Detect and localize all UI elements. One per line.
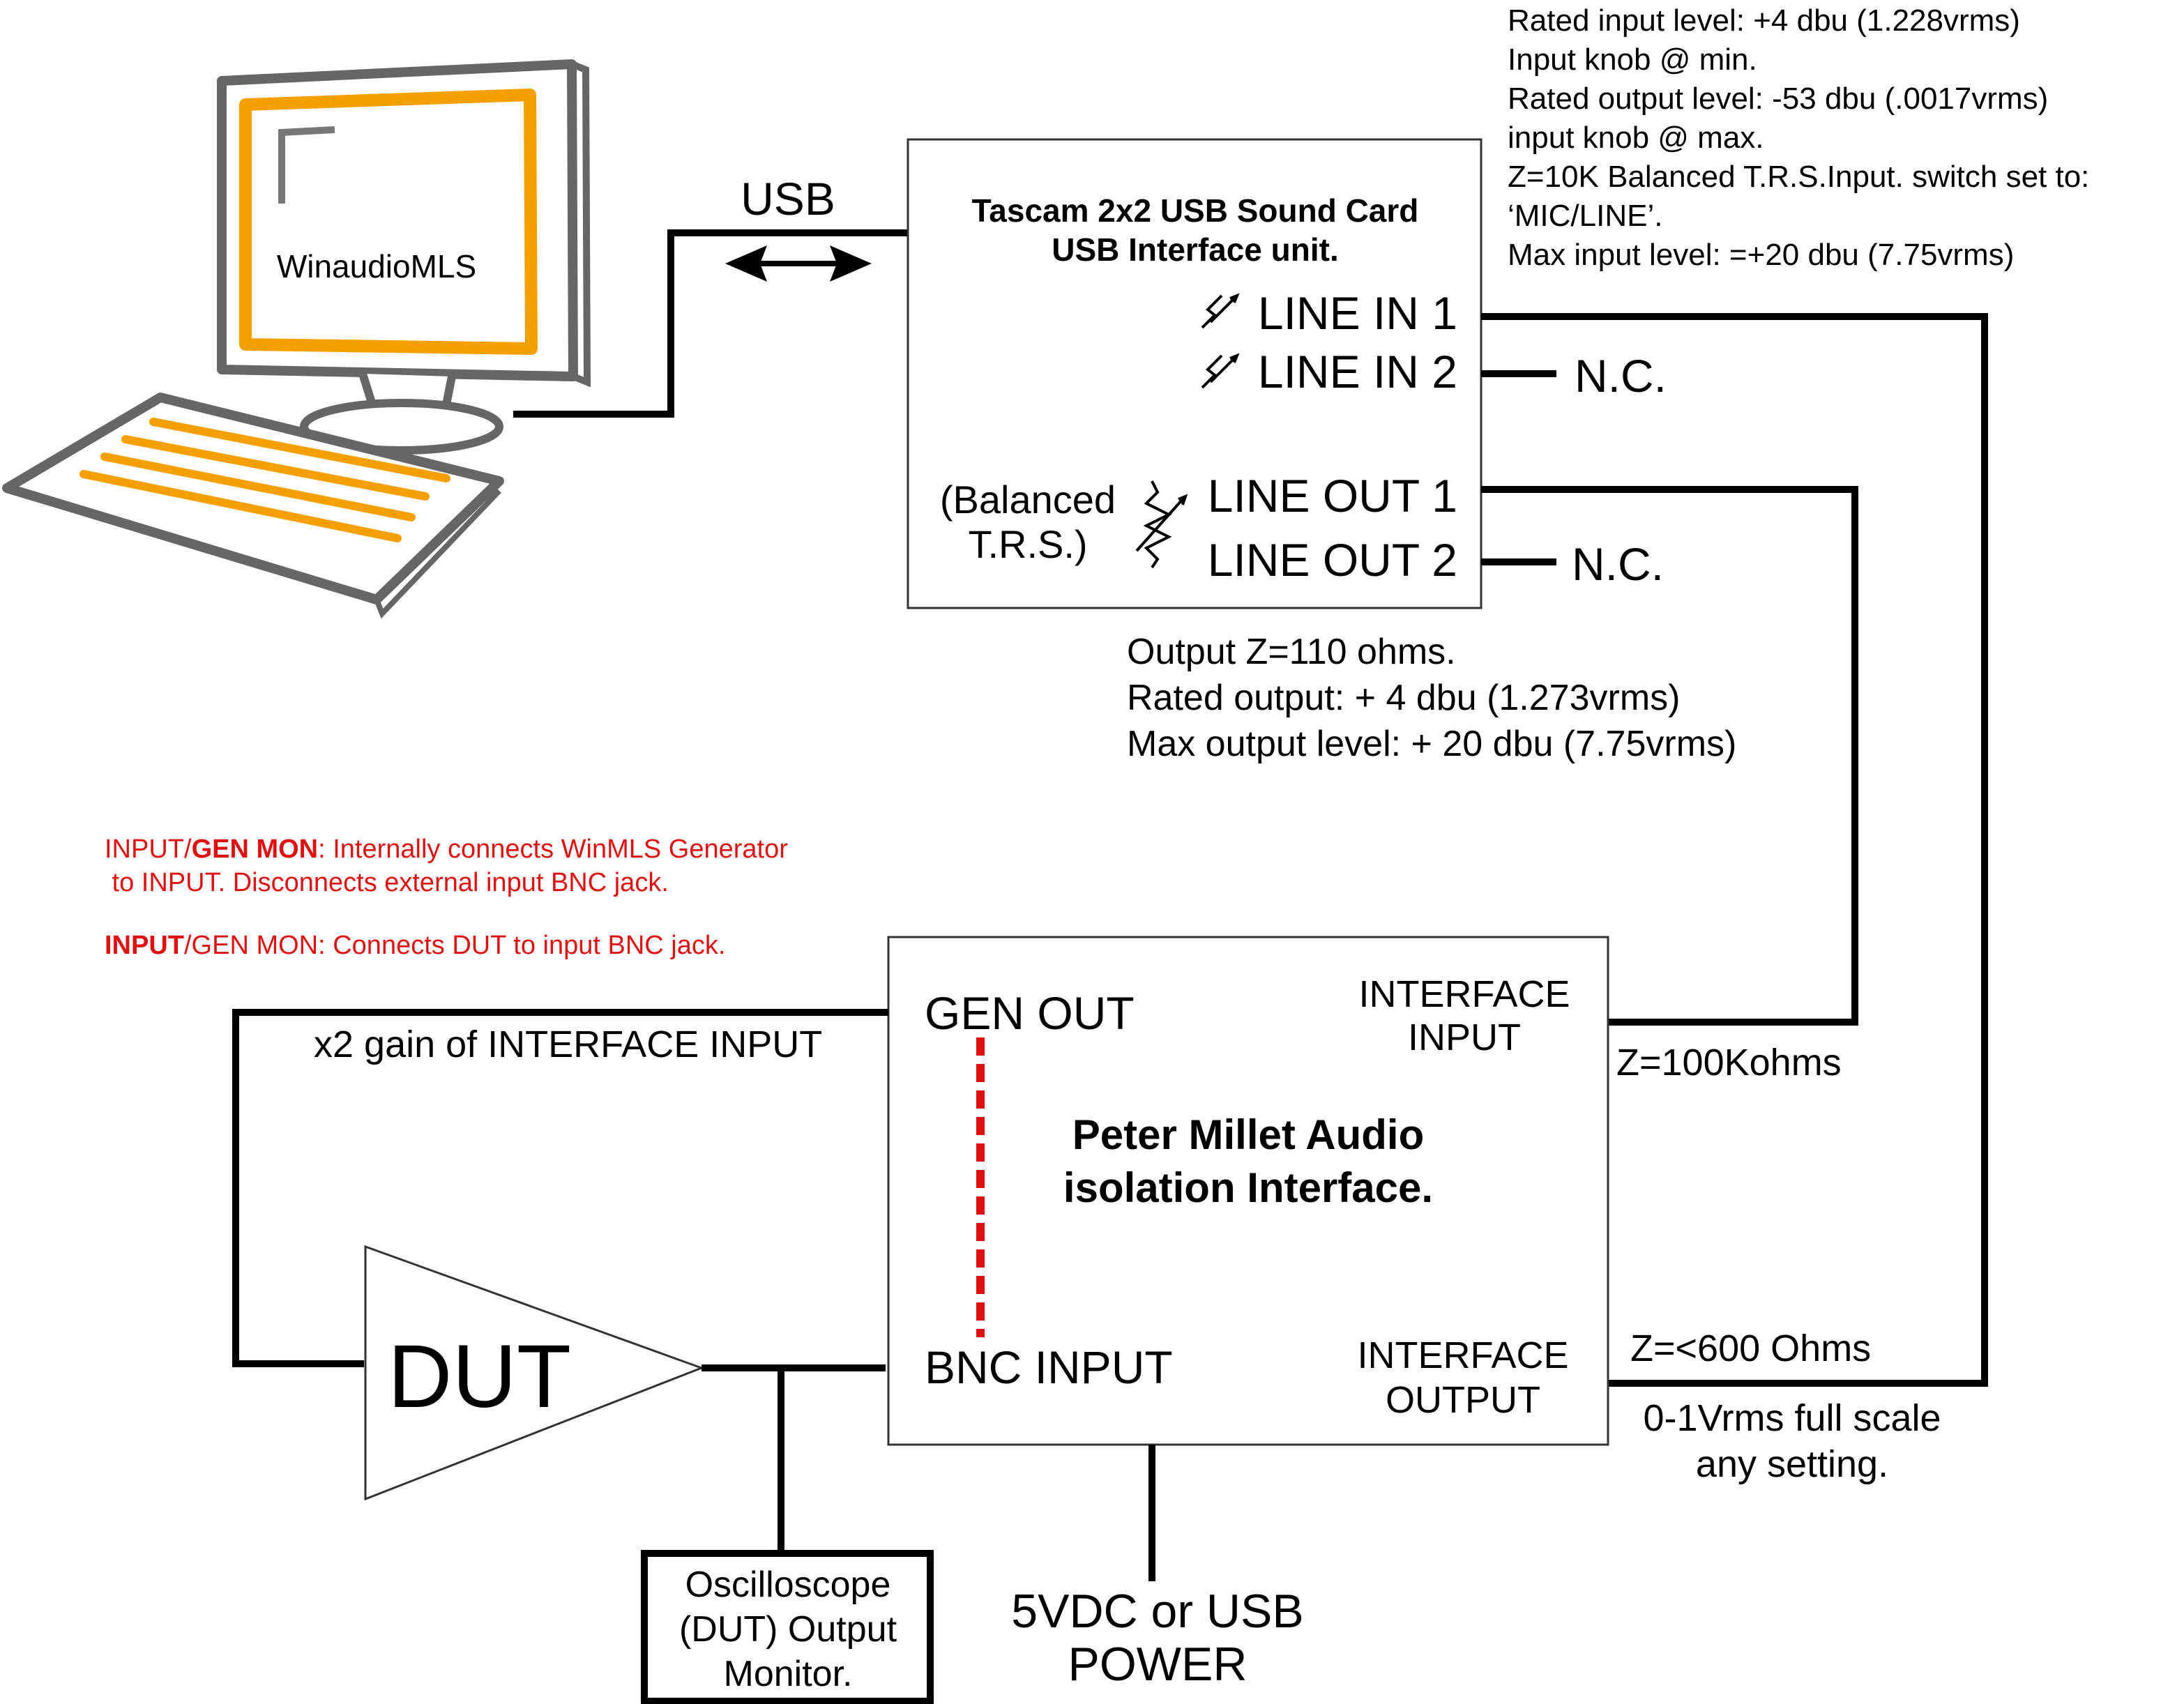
computer-icon [2,59,591,619]
line-out-1-label: LINE OUT 1 [1208,470,1457,522]
line-out-2-label: LINE OUT 2 [1208,534,1457,586]
output-spec-line: Rated output: + 4 dbu (1.273vrms) [1127,678,1680,718]
input-spec-line: Rated output level: -53 dbu (.0017vrms) [1508,82,2048,116]
nc-out-label: N.C. [1572,538,1664,590]
input-specs: Rated input level: +4 dbu (1.228vrms) In… [1508,3,2089,272]
gen-mon-note-1: INPUT/GEN MON: Internally connects WinML… [105,835,788,864]
gen-mon-note-2: INPUT/GEN MON: Connects DUT to input BNC… [105,931,725,960]
computer-screen-label: WinaudioMLS [277,248,476,284]
gen-out-label: GEN OUT [925,987,1135,1039]
bidirectional-arrow-icon [725,245,872,282]
power-label-line1: 5VDC or USB [1011,1585,1303,1638]
soundcard-title-line1: Tascam 2x2 USB Sound Card [972,192,1419,229]
z-output-label: Z=<600 Ohms [1630,1328,1871,1369]
input-spec-line: Input knob @ min. [1508,43,1757,77]
power-label-line2: POWER [1068,1638,1248,1691]
dut-label: DUT [388,1327,571,1427]
z-input-label: Z=100Kohms [1616,1042,1842,1083]
output-spec-line: Max output level: + 20 dbu (7.75vrms) [1127,724,1736,764]
fullscale-label-line1: 0-1Vrms full scale [1643,1397,1941,1439]
balanced-label-line2: T.R.S.) [968,522,1087,566]
output-spec-line: Output Z=110 ohms. [1127,632,1456,672]
input-spec-line: ‘MIC/LINE’. [1508,199,1662,233]
scope-label-line3: Monitor. [724,1654,853,1694]
interface-input-label-line1: INTERFACE [1358,973,1570,1015]
gen-out-wire [232,1009,888,1367]
line-out-1-wire [1481,486,1858,1026]
scope-label-line1: Oscilloscope [685,1565,891,1605]
output-specs: Output Z=110 ohms. Rated output: + 4 dbu… [1127,632,1736,764]
balanced-label-line1: (Balanced [940,478,1116,522]
usb-label: USB [741,173,835,225]
input-spec-line: Z=10K Balanced T.R.S.Input. switch set t… [1508,160,2089,194]
gen-mon-note-1-line2: to INPUT. Disconnects external input BNC… [105,868,669,897]
line-in-1-wire [1481,313,1988,1387]
knob-icon [1201,293,1240,329]
interface-title-line1: Peter Millet Audio [1072,1111,1425,1158]
potentiometer-icon [1135,480,1188,569]
line-in-2-label: LINE IN 2 [1258,346,1457,397]
scope-label-line2: (DUT) Output [679,1609,897,1650]
soundcard-title-line2: USB Interface unit. [1052,231,1339,268]
usb-cable [513,229,909,418]
interface-output-label-line1: INTERFACE [1357,1334,1568,1376]
gen-mon-notes: INPUT/GEN MON: Internally connects WinML… [105,835,788,960]
bnc-input-label: BNC INPUT [925,1341,1173,1393]
nc-in-label: N.C. [1575,350,1667,402]
gain-label: x2 gain of INTERFACE INPUT [314,1024,822,1065]
interface-title-line2: isolation Interface. [1063,1164,1433,1211]
input-spec-line: Rated input level: +4 dbu (1.228vrms) [1508,3,2020,38]
knob-icon [1201,353,1240,389]
isolation-interface-box [887,936,1609,1446]
interface-output-label-line2: OUTPUT [1386,1379,1540,1421]
input-spec-line: Max input level: =+20 dbu (7.75vrms) [1508,238,2014,272]
oscilloscope-box [641,1550,934,1704]
input-spec-line: input knob @ max. [1508,121,1764,155]
interface-input-label-line2: INPUT [1408,1017,1521,1058]
dut-amplifier-icon [364,1245,705,1501]
fullscale-label-line2: any setting. [1696,1443,1888,1485]
line-in-1-label: LINE IN 1 [1258,287,1457,339]
